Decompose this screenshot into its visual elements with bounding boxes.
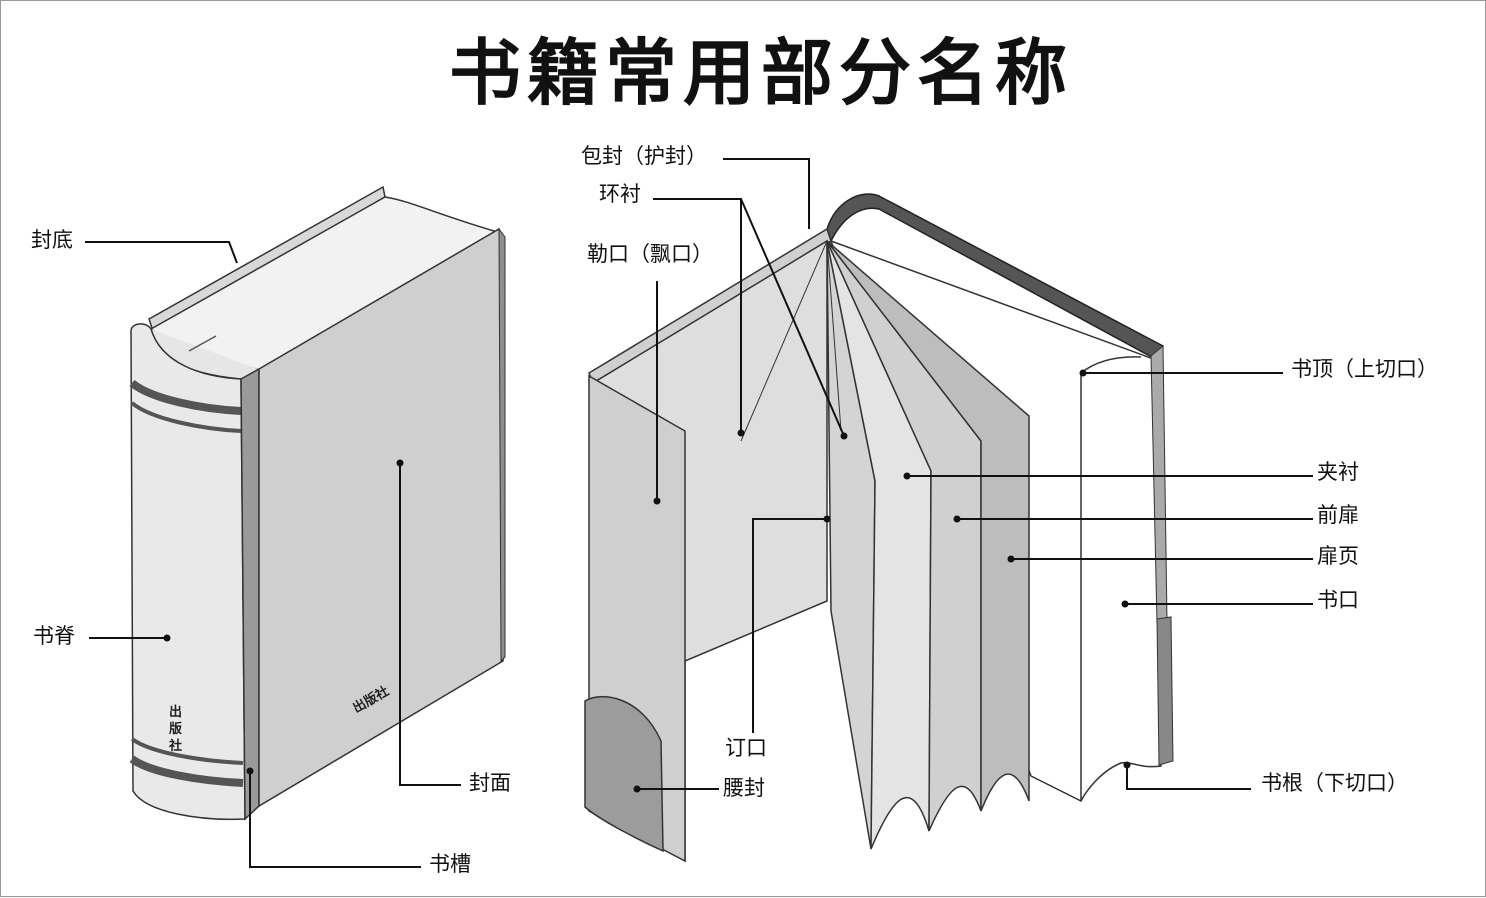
fore-edge-label: 书口 (1317, 588, 1359, 612)
jacket-label: 包封（护封） (581, 144, 707, 168)
spine-publisher-char-3: 社 (168, 738, 182, 754)
back-cover-label: 封底 (31, 228, 73, 252)
closed-book-illustration: 出 版 社 出版社 (129, 185, 506, 821)
front-fly-label: 前扉 (1317, 503, 1359, 527)
gutter-label: 订口 (725, 736, 767, 760)
spine-publisher-char-1: 出 (169, 704, 182, 720)
label-front-fly: 前扉 (953, 503, 1359, 527)
label-overhang: 勒口（飘口） (587, 242, 713, 505)
label-fore-edge: 书口 (1121, 588, 1359, 612)
overhang-label: 勒口（飘口） (587, 242, 713, 266)
label-head: 书顶（上切口） (1079, 357, 1438, 381)
label-back-cover: 封底 (31, 228, 238, 264)
fly-lining-label: 夹衬 (1317, 460, 1359, 484)
label-spine: 书脊 (33, 624, 171, 648)
spine-publisher-char-2: 版 (169, 721, 182, 737)
label-tail: 书根（下切口） (1123, 761, 1408, 795)
title-page-label: 扉页 (1317, 544, 1359, 568)
front-cover-label: 封面 (469, 771, 511, 795)
label-gutter: 订口 (725, 515, 831, 760)
endpaper-label: 环衬 (599, 182, 641, 206)
label-groove: 书槽 (246, 767, 471, 876)
label-endpaper: 环衬 (599, 182, 848, 440)
tail-label: 书根（下切口） (1261, 771, 1408, 795)
diagram-title: 书籍常用部分名称 (448, 31, 1073, 115)
label-jacket: 包封（护封） (581, 144, 810, 229)
spine-label: 书脊 (33, 624, 75, 648)
belly-band-label: 腰封 (723, 776, 765, 800)
label-fly-lining: 夹衬 (903, 460, 1359, 484)
head-label: 书顶（上切口） (1291, 357, 1438, 381)
label-belly-band: 腰封 (633, 776, 765, 800)
label-front-cover: 封面 (396, 459, 511, 795)
open-book-illustration (584, 193, 1174, 863)
label-title-page: 扉页 (1007, 544, 1359, 568)
groove-label: 书槽 (429, 852, 471, 876)
